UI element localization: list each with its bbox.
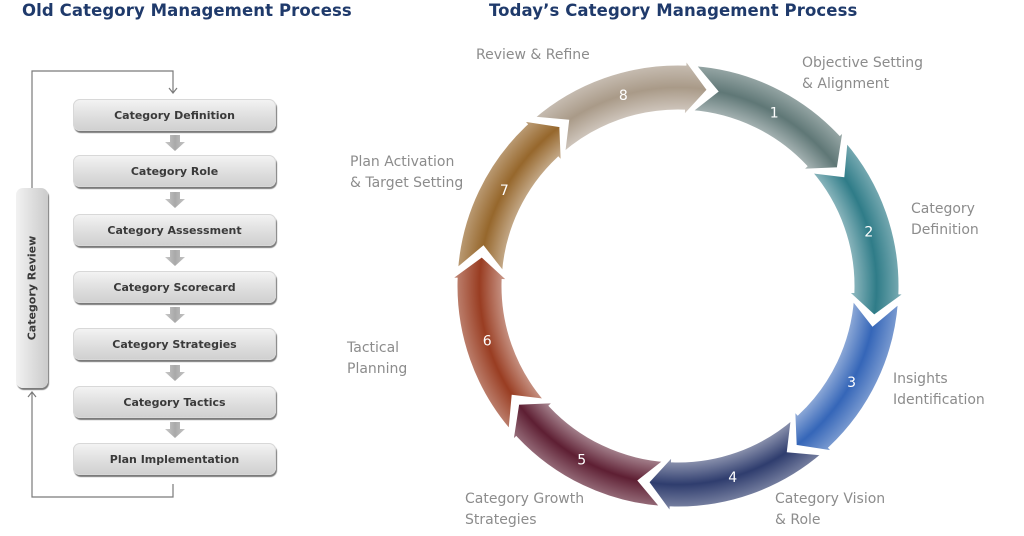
cycle-step-number-3: 3	[847, 375, 856, 391]
down-arrow-icon	[165, 135, 185, 151]
cycle-arrow-5	[509, 400, 670, 510]
old-step-plan-implementation: Plan Implementation	[73, 443, 276, 475]
cycle-arrow-1	[686, 62, 847, 172]
cycle-step-number-6: 6	[483, 334, 492, 350]
down-arrow-icon	[165, 192, 185, 208]
cycle-step-number-1: 1	[770, 105, 779, 121]
arrowhead-bottom	[27, 391, 37, 398]
cycle-step-number-5: 5	[577, 453, 586, 469]
cycle-step-number-4: 4	[728, 470, 737, 486]
feedback-line-top	[31, 70, 174, 188]
arrowhead-top	[168, 87, 178, 94]
cycle-arrow-4	[645, 414, 827, 519]
cycle-step-number-2: 2	[864, 224, 873, 240]
cycle-arrow-8	[529, 53, 711, 158]
cycle-arrow-2	[806, 137, 911, 319]
old-process-title: Old Category Management Process	[22, 1, 352, 20]
cycle-label-8: Review & Refine	[476, 47, 590, 63]
cycle-step-number-8: 8	[619, 88, 628, 104]
old-step-category-strategies: Category Strategies	[73, 328, 276, 360]
cycle-label-7: Plan Activation& Target Setting	[350, 154, 464, 191]
cycle-arrow-6	[445, 253, 550, 435]
old-step-category-tactics: Category Tactics	[73, 386, 276, 418]
cycle-label-4: Category Vision& Role	[775, 491, 886, 528]
down-arrow-icon	[165, 365, 185, 381]
old-step-category-definition: Category Definition	[73, 99, 276, 131]
cycle-step-number-7: 7	[500, 183, 509, 199]
old-step-category-scorecard: Category Scorecard	[73, 271, 276, 303]
down-arrow-icon	[165, 307, 185, 323]
feedback-line-bottom	[31, 393, 174, 498]
cycle-arrow-7	[454, 117, 564, 278]
category-review-bar	[16, 188, 48, 388]
cycle-label-1: Objective Setting& Alignment	[802, 55, 923, 92]
old-step-category-role: Category Role	[73, 155, 276, 187]
old-step-category-assessment: Category Assessment	[73, 214, 276, 246]
cycle-arrow-3	[792, 294, 902, 455]
down-arrow-icon	[165, 422, 185, 438]
down-arrow-icon	[165, 250, 185, 266]
new-process-title: Today’s Category Management Process	[489, 1, 858, 20]
